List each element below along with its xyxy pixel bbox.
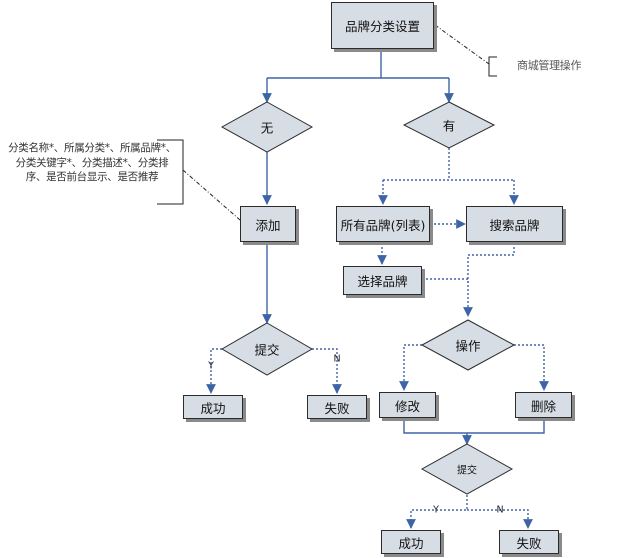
node-add-label: 添加: [255, 217, 281, 233]
edge-label-y-left: Y: [208, 360, 214, 372]
node-success-left: 成功: [183, 395, 243, 419]
node-fail-left-label: 失败: [324, 400, 350, 416]
admin-note-text: 商城管理操作: [517, 59, 582, 72]
node-select-brand: 选择品牌: [343, 266, 422, 295]
fields-note: 分类名称*、所属分类*、所属品牌*、分类关键字*、分类描述*、分类排序、是否前台…: [3, 139, 181, 205]
decision-yes-label: 有: [442, 118, 456, 134]
node-delete-label: 删除: [530, 398, 556, 414]
node-success-right-label: 成功: [398, 535, 424, 551]
node-success-left-label: 成功: [200, 400, 226, 416]
node-brand-setting-label: 品牌分类设置: [344, 19, 420, 34]
node-add: 添加: [240, 206, 296, 242]
fields-note-text: 分类名称*、所属分类*、所属品牌*、分类关键字*、分类描述*、分类排序、是否前台…: [8, 142, 176, 183]
decision-no-shape: [220, 101, 314, 153]
node-select-brand-label: 选择品牌: [357, 274, 408, 289]
edge-label-n-right: N: [496, 504, 504, 516]
node-search-brand-label: 搜索品牌: [489, 217, 540, 233]
node-delete: 删除: [515, 392, 572, 418]
node-fail-right-label: 失败: [516, 535, 542, 551]
node-search-brand: 搜索品牌: [466, 206, 563, 242]
decision-submit-left-shape: [221, 322, 313, 376]
node-fail-left: 失败: [307, 395, 367, 419]
decision-yes-shape: [402, 101, 496, 149]
admin-note: 商城管理操作: [517, 59, 607, 75]
node-success-right: 成功: [381, 530, 441, 554]
decision-operation-shape: [420, 319, 516, 371]
node-all-brands-label: 所有品牌(列表): [340, 217, 426, 233]
decision-submit-left-label: 提交: [254, 342, 280, 358]
edge-label-n-left: N: [333, 353, 341, 365]
node-all-brands: 所有品牌(列表): [336, 206, 430, 242]
decision-submit-right-shape: [420, 443, 514, 495]
decision-submit-right-label: 提交: [457, 465, 477, 477]
decision-operation-label: 操作: [455, 338, 481, 354]
node-brand-setting: 品牌分类设置: [331, 2, 434, 49]
decision-no-label: 无: [260, 120, 274, 136]
edge-label-y-right: Y: [433, 504, 439, 516]
node-modify: 修改: [379, 392, 436, 418]
node-modify-label: 修改: [394, 398, 420, 414]
node-fail-right: 失败: [499, 530, 559, 554]
